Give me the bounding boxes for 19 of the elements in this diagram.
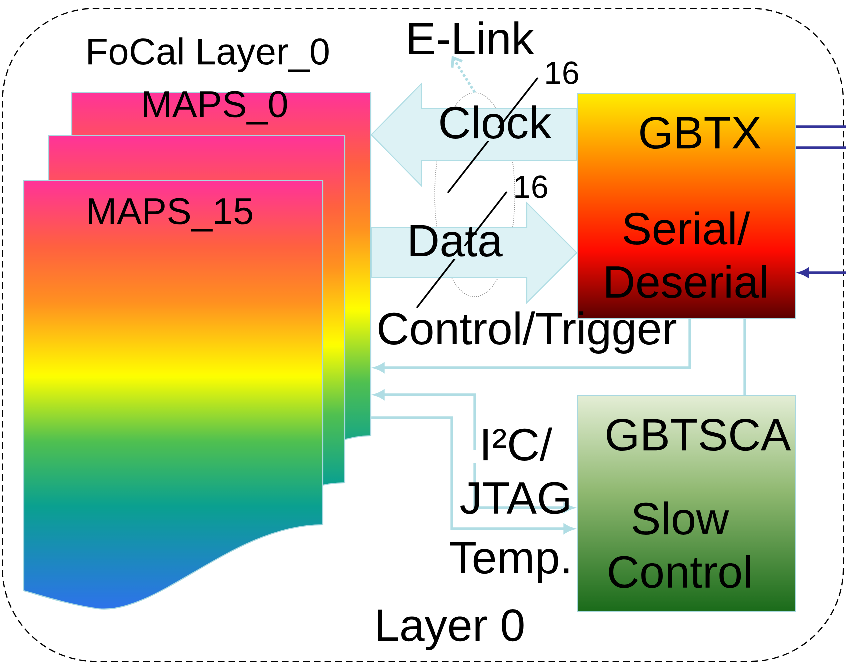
bus-width-number: 16: [546, 62, 578, 84]
arrow: [374, 390, 574, 513]
edge-label: I²C/ JTAG: [456, 428, 576, 514]
connector-line: [744, 319, 746, 395]
heading: FoCal Layer_0: [88, 38, 329, 72]
edge-label: Temp.: [449, 542, 573, 583]
arrow: [799, 268, 846, 278]
chip-box: GBTSCA Slow Control: [577, 395, 796, 612]
text-label: E-Link: [409, 22, 534, 54]
arrow: [372, 416, 574, 534]
document-sheet: MAPS_15: [23, 180, 324, 610]
arrow: [374, 319, 692, 373]
connector-line: [796, 146, 846, 150]
arrow: [451, 56, 476, 94]
connector-line: [796, 126, 846, 128]
bus-width-number: 16: [516, 176, 548, 198]
edge-label: Clock: [438, 106, 552, 142]
edge-label: Data: [407, 225, 503, 260]
block-arrow: [371, 202, 578, 304]
